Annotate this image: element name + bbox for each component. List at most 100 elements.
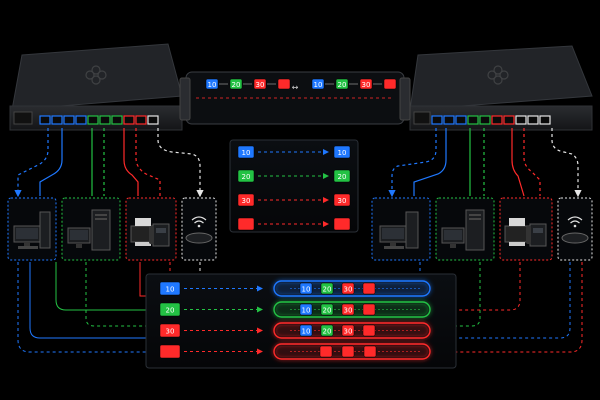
vlan-tag: 10 bbox=[159, 281, 181, 296]
return-cables bbox=[17, 262, 583, 353]
vlan-tag-label: 10 bbox=[302, 328, 311, 336]
vlan-tag: 30 bbox=[253, 78, 267, 90]
ip-phone-icon bbox=[526, 223, 547, 247]
vlan-tag: 30 bbox=[333, 193, 351, 207]
ip-phone-icon bbox=[149, 223, 170, 247]
vlan-tag: 20 bbox=[320, 303, 334, 316]
switch-port bbox=[123, 115, 135, 125]
vlan-tag: 10 bbox=[237, 145, 255, 159]
legend-row bbox=[237, 217, 351, 231]
console-port bbox=[413, 111, 431, 125]
vlan-tag: 30 bbox=[359, 78, 373, 90]
vlan-tag: 10 bbox=[299, 282, 313, 295]
workstation-icon bbox=[13, 211, 51, 249]
switch-port bbox=[491, 115, 503, 125]
vlan-tag-label: 10 bbox=[302, 307, 311, 315]
svg-text:↔: ↔ bbox=[292, 83, 299, 92]
vlan-tag: 20 bbox=[333, 169, 351, 183]
left-endpoint-group bbox=[7, 197, 217, 261]
untagged-frame bbox=[341, 345, 355, 358]
switch-port bbox=[51, 115, 63, 125]
vlan-tag-label: 10 bbox=[242, 149, 251, 157]
vlan-tag-label: 20 bbox=[338, 173, 347, 181]
untagged-frame bbox=[277, 78, 291, 90]
switch-port bbox=[539, 115, 551, 125]
vlan-tag: 20 bbox=[159, 302, 181, 317]
vlan-tag-label: 10 bbox=[314, 81, 323, 89]
vlan-tag: 10 bbox=[205, 78, 219, 90]
switch-port bbox=[87, 115, 99, 125]
vlan-tag-label: 10 bbox=[302, 286, 311, 294]
vlan-tag: 20 bbox=[320, 282, 334, 295]
bottom-trunk-panel: 10 10 20 30 20 10 20 30 30 10 20 30 bbox=[145, 273, 457, 369]
switch-port bbox=[455, 115, 467, 125]
untagged-frame bbox=[333, 217, 351, 231]
vlan-tag: 20 bbox=[237, 169, 255, 183]
vlan-tag-label: 30 bbox=[362, 81, 371, 89]
vlan-tag: 10 bbox=[311, 78, 325, 90]
server-tower-icon bbox=[67, 209, 111, 251]
right-endpoint-group bbox=[371, 197, 593, 261]
vlan-tag: 30 bbox=[237, 193, 255, 207]
switch-port bbox=[467, 115, 479, 125]
vlan-tag: 20 bbox=[229, 78, 243, 90]
switch-port bbox=[63, 115, 75, 125]
trunk-tube bbox=[273, 343, 431, 360]
endpoint-printer-phone bbox=[499, 197, 553, 261]
untagged-frame bbox=[362, 282, 376, 295]
untagged-frame bbox=[363, 345, 377, 358]
endpoint-server-desktop bbox=[435, 197, 495, 261]
right-switch-ports bbox=[413, 111, 551, 125]
vlan-tag-label: 20 bbox=[242, 173, 251, 181]
switch-port bbox=[111, 115, 123, 125]
vlan-tag: 30 bbox=[341, 282, 355, 295]
endpoint-workstation bbox=[371, 197, 431, 261]
vlan-tag-label: 20 bbox=[232, 81, 241, 89]
untagged-frame bbox=[159, 344, 181, 359]
endpoint-server-desktop bbox=[61, 197, 121, 261]
legend-row: 30 30 bbox=[237, 193, 351, 207]
vlan-tag-label: 30 bbox=[256, 81, 265, 89]
vlan-tag: 30 bbox=[341, 324, 355, 337]
vlan-tag-label: 10 bbox=[208, 81, 217, 89]
bottom-row: 10 10 20 30 bbox=[159, 280, 431, 297]
untagged-frame bbox=[237, 217, 255, 231]
vlan-tag: 10 bbox=[333, 145, 351, 159]
vlan-tag-label: 20 bbox=[323, 328, 332, 336]
bottom-row bbox=[159, 343, 431, 360]
endpoint-printer-phone bbox=[125, 197, 177, 261]
untagged-frame bbox=[383, 78, 397, 90]
wifi-ap-icon bbox=[561, 216, 589, 244]
vlan-tag-label: 30 bbox=[344, 328, 353, 336]
untagged-frame bbox=[362, 324, 376, 337]
switch-port bbox=[75, 115, 87, 125]
switch-port bbox=[515, 115, 527, 125]
logo-icon bbox=[487, 65, 509, 85]
vlan-tag-label: 30 bbox=[344, 286, 353, 294]
legend-row: 10 10 bbox=[237, 145, 351, 159]
trunk-tube: 10 20 30 bbox=[273, 280, 431, 297]
trunk-tube: 10 20 30 bbox=[273, 301, 431, 318]
switch-port bbox=[527, 115, 539, 125]
vlan-tag: 30 bbox=[341, 303, 355, 316]
vlan-tag-label: 30 bbox=[338, 197, 347, 205]
vlan-tag-label: 30 bbox=[242, 197, 251, 205]
switch-port bbox=[135, 115, 147, 125]
trunk-tube: 10 20 30 bbox=[273, 322, 431, 339]
access-cables bbox=[14, 128, 582, 198]
bottom-row: 30 10 20 30 bbox=[159, 322, 431, 339]
server-tower-icon bbox=[441, 209, 485, 251]
vlan-tag-label: 10 bbox=[166, 286, 175, 294]
endpoint-wireless-ap bbox=[181, 197, 217, 261]
console-port bbox=[13, 111, 33, 125]
endpoint-wireless-ap bbox=[557, 197, 593, 261]
wifi-ap-icon bbox=[185, 216, 213, 244]
bidirectional-arrow-icon: ↔ bbox=[292, 83, 299, 92]
vlan-tag: 30 bbox=[159, 323, 181, 338]
vlan-tag-label: 30 bbox=[344, 307, 353, 315]
